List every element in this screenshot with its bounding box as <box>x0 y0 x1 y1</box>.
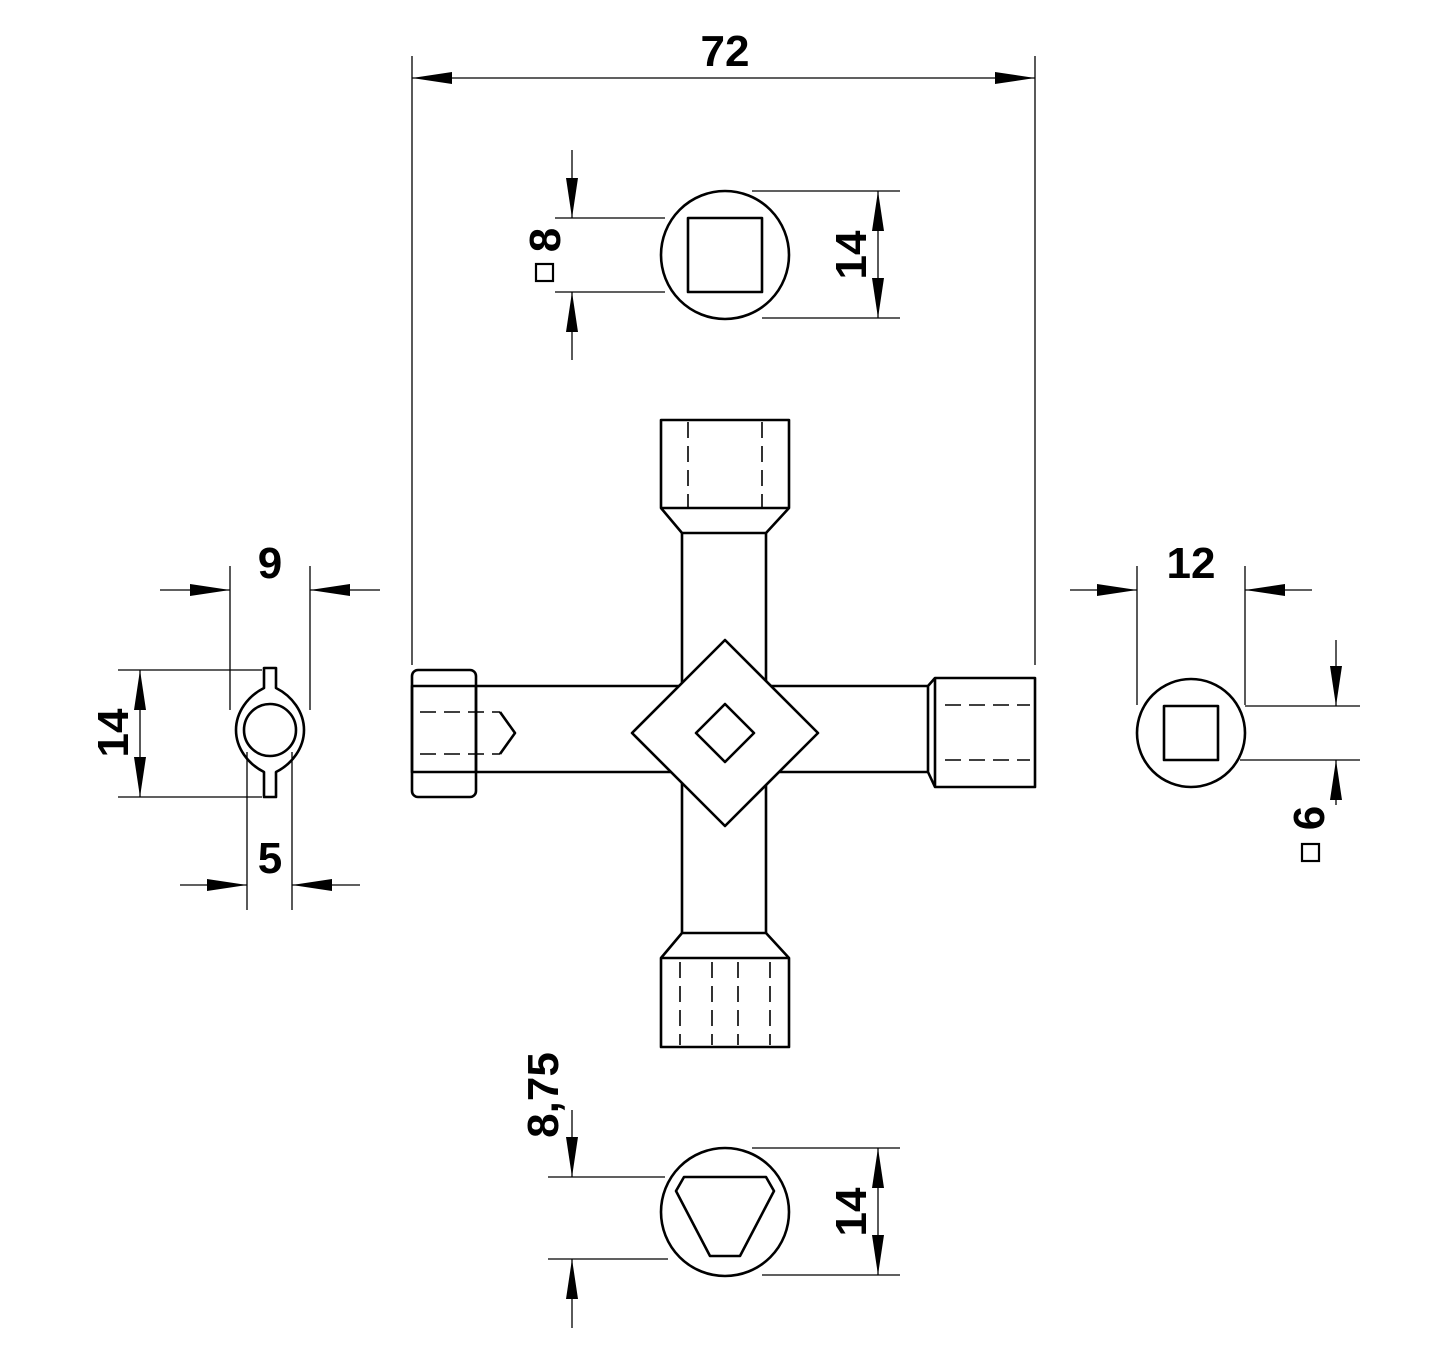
left-width-label: 9 <box>258 539 282 588</box>
square-symbol-icon <box>534 262 555 283</box>
square-symbol-icon <box>1300 842 1321 863</box>
left-height-label: 14 <box>89 708 138 757</box>
overall-width-label: 72 <box>701 27 750 76</box>
right-square-socket-view: 12 6 <box>1070 539 1360 863</box>
bottom-triangle-label: 8,75 <box>519 1052 568 1138</box>
top-outer-label: 14 <box>827 230 876 279</box>
bottom-outer-label: 14 <box>827 1187 876 1236</box>
overall-width-dimension: 72 <box>411 27 1036 665</box>
left-double-bit-view: 9 14 5 <box>89 539 380 910</box>
right-width-label: 12 <box>1167 539 1216 588</box>
right-square-label: 6 <box>1285 806 1334 830</box>
bottom-triangle-socket-view: 14 8,75 <box>519 1052 900 1328</box>
top-square-socket-view: 14 8 <box>521 150 900 360</box>
left-inner-label: 5 <box>258 834 282 883</box>
top-square-label: 8 <box>521 228 570 252</box>
cross-key-body <box>410 418 1037 1049</box>
